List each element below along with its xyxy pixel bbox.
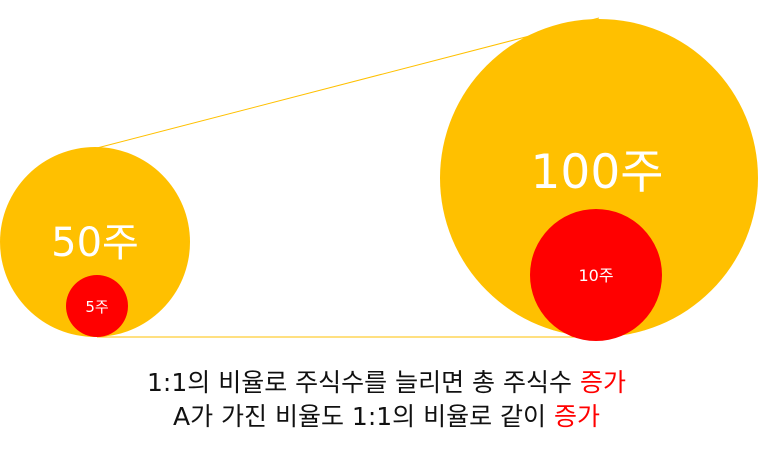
left-inner-circle — [66, 275, 128, 337]
caption-line-1-highlight: 증가 — [579, 368, 626, 397]
right-inner-circle — [530, 209, 662, 341]
left-outer-circle — [0, 147, 190, 337]
right-outer-circle — [440, 19, 758, 337]
caption-line-2-highlight: 증가 — [554, 402, 601, 431]
right-inner-label: 10주 — [578, 266, 613, 285]
caption-line-2: A가 가진 비율도 1:1의 비율로 같이 증가 — [0, 400, 773, 434]
caption-line-1-text: 1:1의 비율로 주식수를 늘리면 총 주식수 — [147, 368, 580, 397]
left-inner-label: 5주 — [85, 298, 108, 316]
caption: 1:1의 비율로 주식수를 늘리면 총 주식수 증가 A가 가진 비율도 1:1… — [0, 366, 773, 434]
left-outer-label: 50주 — [51, 220, 139, 266]
right-outer-label: 100주 — [531, 145, 664, 200]
caption-line-2-text: A가 가진 비율도 1:1의 비율로 같이 — [172, 402, 554, 431]
upper-connector-line — [96, 17, 600, 149]
caption-line-1: 1:1의 비율로 주식수를 늘리면 총 주식수 증가 — [0, 366, 773, 400]
